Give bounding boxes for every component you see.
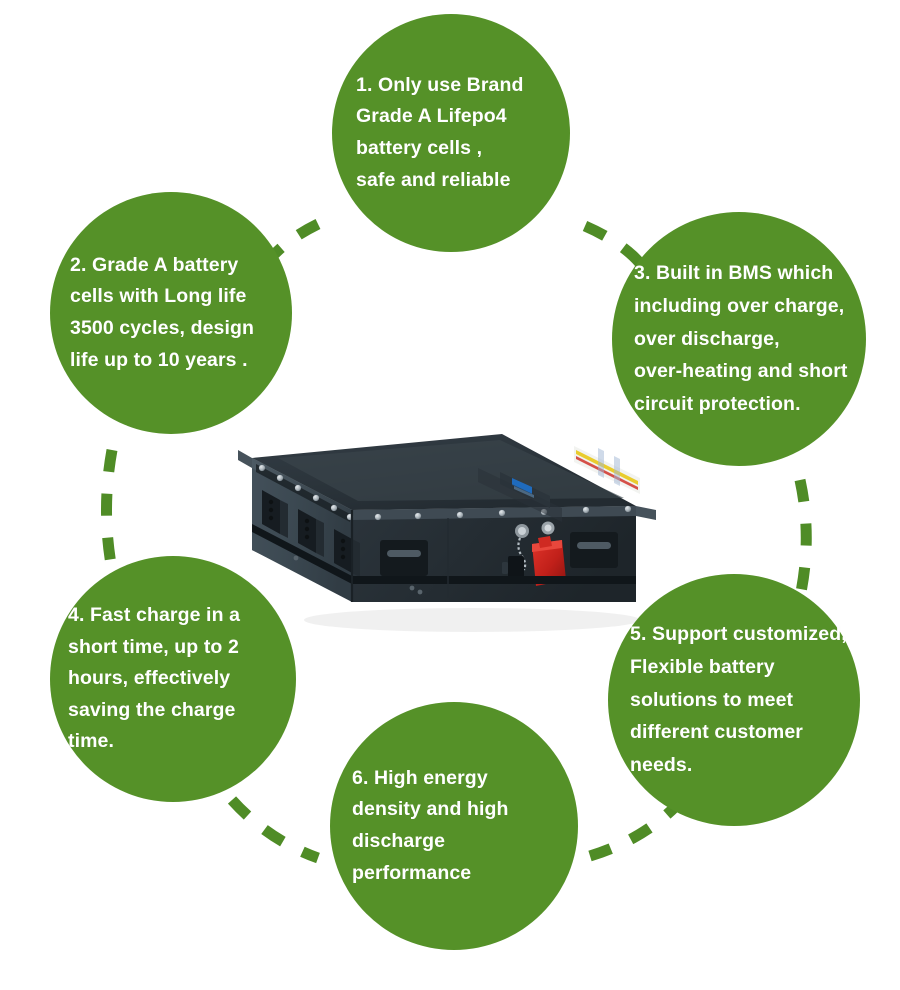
connector-3-5 bbox=[794, 478, 812, 594]
connector-2-4 bbox=[101, 449, 118, 571]
handle-pockets bbox=[380, 532, 618, 576]
product-image bbox=[232, 398, 672, 638]
feature-circle-5[interactable]: 5. Support customized, Flexible battery … bbox=[608, 574, 860, 826]
connector-6-5 bbox=[588, 802, 680, 862]
mounting-brackets bbox=[262, 490, 360, 577]
base-rail bbox=[252, 524, 636, 595]
feature-circle-4[interactable]: 4. Fast charge in a short time, up to 2 … bbox=[50, 556, 296, 802]
lid-bolts-left bbox=[258, 464, 354, 521]
feature-3-text: 3. Built in BMS which including over cha… bbox=[634, 262, 848, 416]
feature-circle-1[interactable]: 1. Only use Brand Grade A Lifepo4 batter… bbox=[332, 14, 570, 252]
terminal-area bbox=[502, 521, 566, 586]
feature-5-text: 5. Support customized, Flexible battery … bbox=[630, 623, 847, 777]
feature-circle-2[interactable]: 2. Grade A battery cells with Long life … bbox=[50, 192, 292, 434]
red-terminal-cover bbox=[532, 536, 566, 586]
warning-label bbox=[574, 446, 640, 494]
feature-4-text: 4. Fast charge in a short time, up to 2 … bbox=[68, 604, 241, 753]
feature-1-text: 1. Only use Brand Grade A Lifepo4 batter… bbox=[356, 73, 524, 191]
feature-circle-3[interactable]: 3. Built in BMS which including over cha… bbox=[612, 212, 866, 466]
feature-circle-6[interactable]: 6. High energy density and high discharg… bbox=[330, 702, 578, 950]
battery-pack-illustration bbox=[238, 434, 656, 632]
feature-6-text: 6. High energy density and high discharg… bbox=[352, 766, 509, 884]
feature-2-text: 2. Grade A battery cells with Long life … bbox=[70, 253, 255, 371]
connector-4-6 bbox=[227, 796, 320, 864]
